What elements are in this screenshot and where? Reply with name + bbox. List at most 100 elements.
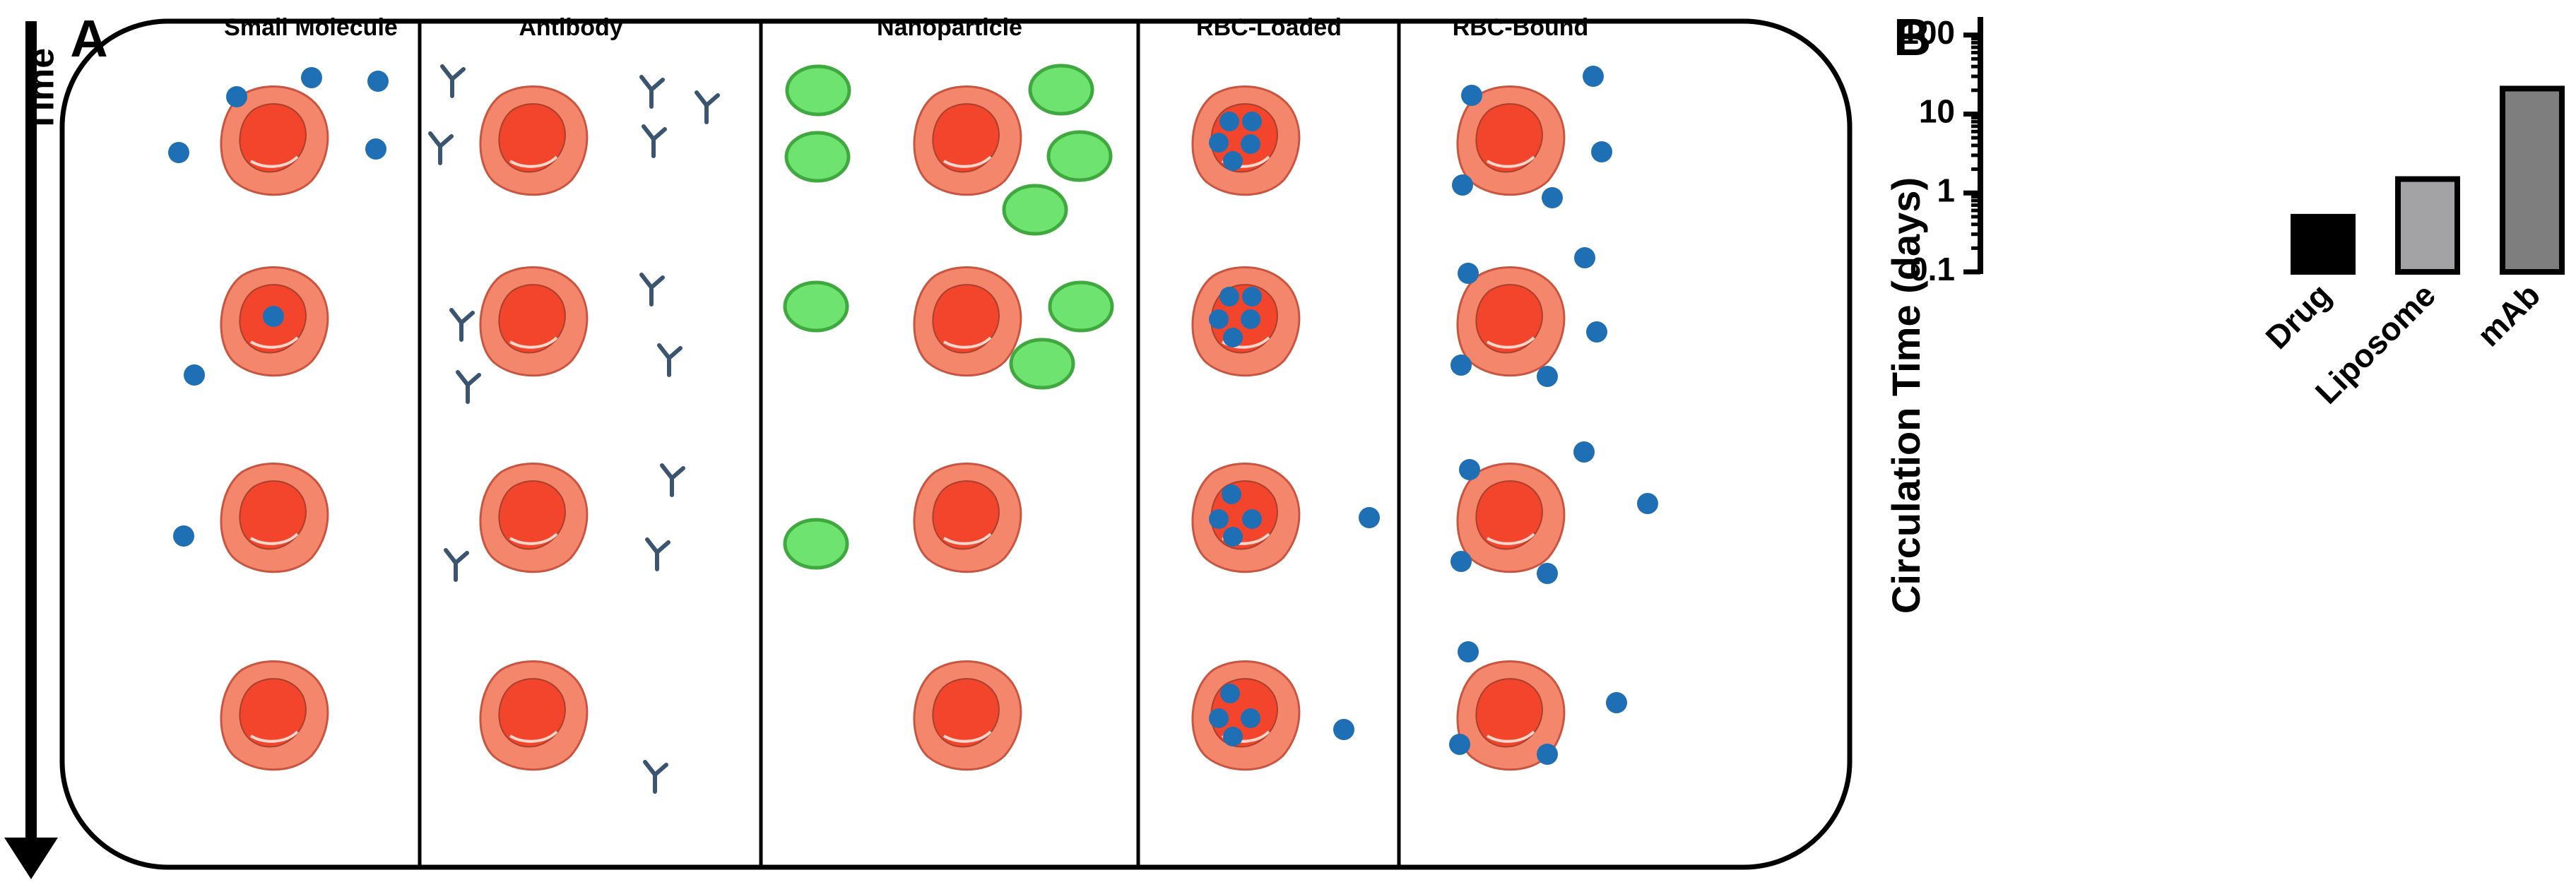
nanoparticle bbox=[1011, 340, 1073, 388]
red-blood-cell bbox=[221, 661, 328, 769]
column-header-antibody: Antibody bbox=[519, 14, 622, 41]
bar-drug bbox=[2293, 217, 2353, 272]
drug-molecule bbox=[168, 142, 189, 163]
red-blood-cell bbox=[480, 661, 587, 769]
bound-drug-molecule bbox=[1537, 744, 1558, 765]
drug-molecule bbox=[184, 364, 205, 386]
panel-a-svg: Time A Small Molecule Antibody Nanoparti… bbox=[0, 0, 1865, 883]
antibody-molecule bbox=[642, 275, 663, 304]
x-tick-label: mAb bbox=[2470, 276, 2547, 353]
bound-drug-molecule bbox=[1458, 641, 1479, 662]
bound-drug-molecule bbox=[1637, 493, 1658, 514]
bound-drug-molecule bbox=[1449, 734, 1470, 755]
drug-molecule bbox=[263, 306, 284, 327]
loaded-drug-molecule bbox=[1223, 151, 1243, 171]
bound-drug-molecule bbox=[1583, 66, 1604, 87]
drug-molecule bbox=[367, 71, 389, 92]
antibody-molecule bbox=[451, 310, 473, 340]
y-tick-label: 0.1 bbox=[1910, 251, 1955, 287]
y-tick-label: 10 bbox=[1919, 93, 1955, 130]
bound-drug-molecule bbox=[1537, 366, 1558, 387]
nanoparticle bbox=[1048, 132, 1111, 180]
antibody-molecule bbox=[430, 133, 451, 163]
loaded-drug-molecule bbox=[1223, 328, 1243, 347]
time-arrow-shaft bbox=[25, 21, 37, 840]
red-blood-cell bbox=[221, 463, 328, 571]
bound-drug-molecule bbox=[1586, 321, 1607, 343]
drug-molecule bbox=[365, 138, 386, 160]
bound-drug-molecule bbox=[1591, 141, 1612, 162]
loaded-drug-molecule bbox=[1241, 134, 1260, 154]
antibody-molecule bbox=[442, 66, 463, 96]
panel-a: Time A Small Molecule Antibody Nanoparti… bbox=[0, 0, 1865, 883]
antibody-molecule bbox=[697, 93, 718, 122]
bound-drug-molecule bbox=[1452, 174, 1473, 196]
y-tick-label: 100 bbox=[1901, 14, 1955, 51]
loaded-drug-molecule bbox=[1242, 509, 1262, 529]
bound-drug-molecule bbox=[1574, 247, 1595, 268]
drug-molecule bbox=[301, 67, 322, 88]
antibody-molecule bbox=[662, 465, 683, 495]
red-blood-cell bbox=[914, 463, 1021, 571]
loaded-drug-molecule bbox=[1219, 112, 1239, 131]
loaded-drug-molecule bbox=[1209, 309, 1229, 329]
loaded-drug-molecule bbox=[1219, 287, 1239, 306]
nanoparticle bbox=[1030, 66, 1092, 114]
loaded-drug-molecule bbox=[1220, 684, 1240, 703]
bound-drug-molecule bbox=[1451, 355, 1472, 376]
loaded-drug-molecule bbox=[1223, 727, 1243, 746]
red-blood-cell bbox=[480, 267, 587, 375]
chart-categories: DrugLiposomemAbRBC bbox=[2258, 276, 2576, 410]
released-drug-molecule bbox=[1333, 719, 1354, 740]
nanoparticle bbox=[787, 66, 849, 114]
bound-drug-molecule bbox=[1606, 692, 1627, 713]
bound-drug-molecule bbox=[1461, 85, 1482, 106]
drug-molecule bbox=[173, 525, 194, 547]
bound-drug-molecule bbox=[1459, 459, 1480, 480]
antibody-molecule bbox=[642, 77, 663, 107]
column-header-small-molecule: Small Molecule bbox=[224, 14, 398, 41]
red-blood-cell bbox=[1458, 267, 1564, 375]
red-blood-cell bbox=[480, 463, 587, 571]
loaded-drug-molecule bbox=[1241, 309, 1260, 329]
nanoparticle bbox=[785, 282, 847, 331]
red-blood-cell bbox=[914, 267, 1021, 375]
bound-drug-molecule bbox=[1451, 551, 1472, 572]
antibody-molecule bbox=[458, 372, 479, 402]
bound-drug-molecule bbox=[1537, 563, 1558, 584]
loaded-drug-molecule bbox=[1209, 708, 1229, 728]
loaded-drug-molecule bbox=[1242, 287, 1262, 306]
y-axis-label: Circulation Time (days) bbox=[1884, 177, 1928, 614]
column-small-molecule bbox=[168, 67, 389, 770]
x-tick-label: Drug bbox=[2258, 276, 2338, 356]
time-label: Time bbox=[21, 48, 62, 133]
bound-drug-molecule bbox=[1573, 441, 1595, 463]
loaded-drug-molecule bbox=[1209, 509, 1229, 529]
chart-bars bbox=[2293, 29, 2576, 272]
bound-drug-molecule bbox=[1458, 263, 1479, 284]
red-blood-cell bbox=[914, 86, 1021, 194]
column-header-rbc-loaded: RBC-Loaded bbox=[1196, 14, 1342, 41]
column-rbc-bound bbox=[1449, 66, 1658, 770]
antibody-molecule bbox=[647, 540, 668, 569]
bar-mab bbox=[2503, 88, 2562, 272]
column-rbc-loaded bbox=[1193, 86, 1380, 769]
column-nanoparticle bbox=[785, 66, 1112, 770]
loaded-drug-molecule bbox=[1242, 112, 1262, 131]
antibody-molecule bbox=[446, 550, 467, 580]
bound-drug-molecule bbox=[1542, 187, 1563, 208]
red-blood-cell bbox=[1458, 463, 1564, 571]
antibody-molecule bbox=[644, 126, 665, 156]
loaded-drug-molecule bbox=[1241, 708, 1260, 728]
column-header-nanoparticle: Nanoparticle bbox=[877, 14, 1022, 41]
loaded-drug-molecule bbox=[1222, 484, 1241, 504]
nanoparticle bbox=[1050, 282, 1112, 331]
column-antibody bbox=[430, 66, 718, 792]
released-drug-molecule bbox=[1359, 507, 1380, 528]
loaded-drug-molecule bbox=[1223, 527, 1243, 547]
time-arrow-head bbox=[4, 838, 58, 879]
antibody-molecule bbox=[659, 345, 680, 375]
